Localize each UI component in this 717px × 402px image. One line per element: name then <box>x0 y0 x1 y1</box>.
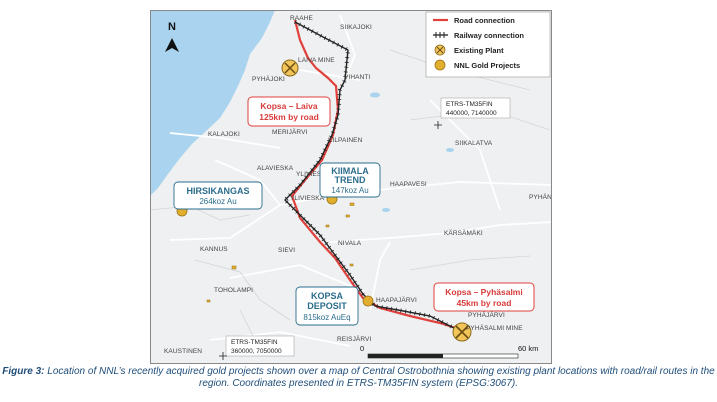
town-pyhasalmi: PYHÄSALMI MINE <box>466 324 523 332</box>
town-haapajarvi: HAAPAJÄRVI <box>376 296 417 304</box>
plant-pyhasalmi-icon <box>452 322 472 342</box>
coord-top-system: ETRS-TM35FIN <box>446 101 493 108</box>
callout-hirsikangas: HIRSIKANGAS 264koz Au <box>173 181 263 210</box>
legend-rail: Railway connection <box>454 31 524 40</box>
project-kopsa-marker <box>362 295 374 307</box>
callout-kopsa-laiva: Kopsa – Laiva 125km by road <box>247 96 331 127</box>
legend-projects: NNL Gold Projects <box>454 61 520 70</box>
town-siikajoki: SIIKAJOKI <box>340 24 372 31</box>
project-kiimala-name-1: KIIMALA <box>331 166 369 176</box>
town-pyhajoki: PYHÄJOKI <box>252 75 285 83</box>
coord-bottom-value: 360000, 7050000 <box>231 348 282 355</box>
town-nivala: NIVALA <box>338 240 362 247</box>
callout-kiimala: KIIMALA TREND 147koz Au <box>319 162 381 198</box>
town-reisjarvi: REISJÄRVI <box>337 335 371 343</box>
project-kopsa-value: 815koz AuEq <box>303 313 350 322</box>
scale-zero: 0 <box>360 344 364 353</box>
town-pyhajarvi: PYHÄJÄRVI <box>468 311 505 319</box>
road-pyha-distance: 45km by road <box>457 298 512 308</box>
project-kiimala-value: 147koz Au <box>331 186 368 195</box>
scale-bar: 0 60 km <box>360 344 538 359</box>
coord-bottom: ETRS-TM35FIN 360000, 7050000 <box>219 335 295 360</box>
caption-prefix: Figure 3: <box>2 366 45 377</box>
figure-caption: Figure 3: Location of NNL’s recently acq… <box>0 366 717 390</box>
gold-occurrences <box>206 202 355 303</box>
coord-top: ETRS-TM35FIN 440000, 7140000 <box>434 97 511 129</box>
town-sievi: SIEVI <box>278 247 295 254</box>
sea <box>150 10 275 196</box>
town-raahe: RAAHE <box>290 15 313 22</box>
legend: Road connection Railway connection Exist… <box>425 11 551 78</box>
town-haapavesi: HAAPAVESI <box>390 181 427 188</box>
callout-kopsa-pyhasalmi: Kopsa – Pyhäsalmi 45km by road <box>433 282 535 312</box>
legend-road: Road connection <box>454 16 515 25</box>
town-merijarvi: MERIJÄRVI <box>272 128 308 136</box>
map-frame <box>150 10 552 364</box>
scale-max: 60 km <box>518 344 538 353</box>
road-laiva-title: Kopsa – Laiva <box>260 101 317 111</box>
north-arrow: N <box>165 21 179 52</box>
town-karsamaki: KÄRSÄMÄKI <box>444 229 483 237</box>
town-toholampi: TOHOLAMPI <box>214 287 253 294</box>
plant-laiva-icon <box>281 59 299 77</box>
project-kopsa-name-2: DEPOSIT <box>307 301 347 311</box>
town-kannus: KANNUS <box>200 246 228 253</box>
town-labels: RAAHE SIIKAJOKI LAIVA MINE PYHÄJOKI VIHA… <box>164 15 552 355</box>
town-vihanti: VIHANTI <box>344 74 370 81</box>
town-ylivieska-b: YLIVIESKA <box>290 195 325 202</box>
region-map: RAAHE SIIKAJOKI LAIVA MINE PYHÄJOKI VIHA… <box>150 10 552 364</box>
town-ylivieska-a: YLIVIESKA <box>296 171 331 178</box>
project-hirsikangas-name: HIRSIKANGAS <box>186 186 249 196</box>
north-label: N <box>168 21 176 33</box>
project-kopsa-name-1: KOPSA <box>311 291 344 301</box>
caption-text: Location of NNL’s recently acquired gold… <box>44 366 715 389</box>
road-pyha-title: Kopsa – Pyhäsalmi <box>445 287 522 297</box>
town-pyhanta: PYHÄNT <box>529 193 552 201</box>
legend-project-icon <box>434 59 446 71</box>
coord-bottom-system: ETRS-TM35FIN <box>231 339 278 346</box>
railway-route <box>282 20 463 334</box>
project-kiimala-name-2: TREND <box>335 175 366 185</box>
town-kilpainen: KILPAINEN <box>328 137 363 144</box>
town-kaustinen: KAUSTINEN <box>164 348 202 355</box>
town-alavieska: ALAVIESKA <box>257 165 294 172</box>
project-hirsikangas-value: 264koz Au <box>199 197 236 206</box>
coord-top-value: 440000, 7140000 <box>446 110 497 117</box>
road-laiva-distance: 125km by road <box>259 112 319 122</box>
north-arrow-icon <box>165 38 179 52</box>
legend-plant: Existing Plant <box>454 46 504 55</box>
callout-kopsa: KOPSA DEPOSIT 815koz AuEq <box>295 286 359 326</box>
town-kalajoki: KALAJOKI <box>208 131 240 138</box>
town-laiva: LAIVA MINE <box>298 57 335 64</box>
town-siikalatva: SIIKALATVA <box>455 140 493 147</box>
